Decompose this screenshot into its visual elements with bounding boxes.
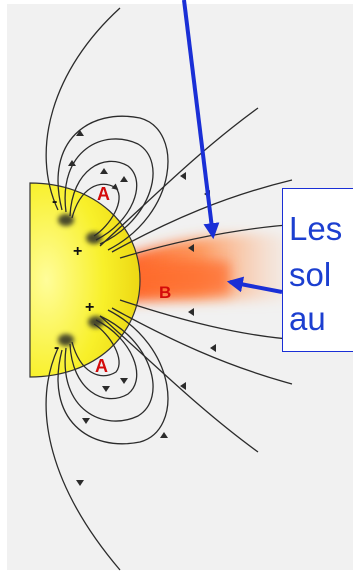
callout-line-2: sol [289,256,332,293]
blue-arrows [182,0,283,294]
text-callout-box: Les sol au [282,188,353,352]
callout-line-1: Les [289,210,343,247]
streamer-pointer-arrow [226,276,283,294]
label-b: B [159,283,171,302]
sunspot-bottom-2 [58,334,74,346]
minus-sign-bottom: - [54,339,59,356]
region-labels: A B A - + + - [52,184,171,376]
sunspots [58,214,104,346]
sunspot-top-2 [86,232,102,244]
sunspot-bottom-1 [88,316,104,328]
magnetic-field-lines [45,7,301,571]
field-direction-arrows [68,130,216,486]
plus-sign-top: + [73,243,82,260]
plus-sign-bottom: + [85,299,94,316]
label-a-top: A [97,184,110,204]
sun-disk [29,182,141,378]
minus-sign-top: - [52,193,57,210]
label-a-bottom: A [95,356,108,376]
sunspot-top-1 [58,214,74,226]
top-pointer-arrow [182,0,220,240]
callout-line-3: au [289,300,326,337]
